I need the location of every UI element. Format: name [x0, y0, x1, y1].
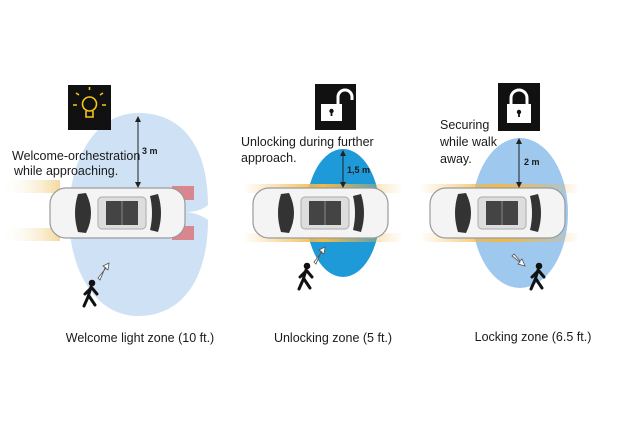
distance-label: 3 m [142, 146, 158, 156]
approach-arrow-icon [313, 246, 326, 265]
headlight-beam [0, 180, 60, 193]
approach-arrow-icon [97, 262, 110, 281]
distance-label: 1,5 m [347, 165, 370, 175]
welcome-light-panel: 3 m Welcome-orchestration while approach… [0, 85, 214, 345]
note-line: Securing [440, 118, 489, 132]
zone-caption: Welcome light zone (10 ft.) [66, 331, 214, 345]
note-line: Welcome-orchestration [12, 149, 140, 163]
note-line: approach. [241, 151, 297, 165]
car [429, 187, 566, 239]
note-line: while walk [439, 135, 498, 149]
leave-arrow-icon [511, 253, 526, 267]
note-line: away. [440, 152, 472, 166]
pedestrian-icon [297, 261, 314, 291]
car [252, 187, 389, 239]
light-bulb-glyph [73, 87, 106, 118]
distance-label: 2 m [524, 157, 540, 167]
locking-panel: 2 m Securing while walk away. Locking zo… [420, 83, 591, 344]
zone-caption: Unlocking zone (5 ft.) [274, 331, 392, 345]
light-bulb-icon [68, 85, 111, 130]
note-line: while approaching. [13, 164, 118, 178]
note-line: Unlocking during further [241, 135, 374, 149]
car [49, 187, 186, 239]
headlight-beam [0, 228, 60, 241]
zone-caption: Locking zone (6.5 ft.) [475, 330, 592, 344]
unlocking-panel: 1,5 m Unlocking during further approach.… [241, 84, 403, 345]
